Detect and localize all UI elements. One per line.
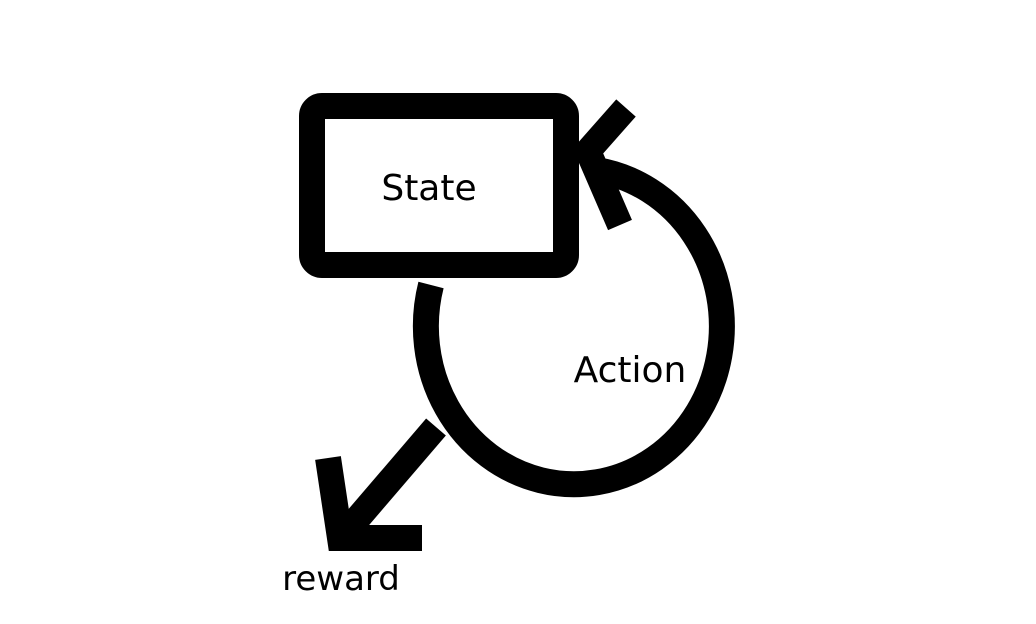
reward-arrow-shaft bbox=[336, 418, 446, 541]
action-label: Action bbox=[574, 350, 687, 391]
state-label: State bbox=[381, 168, 476, 209]
action-loop-circle bbox=[412, 157, 735, 498]
reward-arrowhead bbox=[315, 456, 422, 551]
loop-arrowhead bbox=[572, 99, 636, 231]
state-box bbox=[299, 93, 579, 278]
reward-label: reward bbox=[282, 559, 400, 599]
